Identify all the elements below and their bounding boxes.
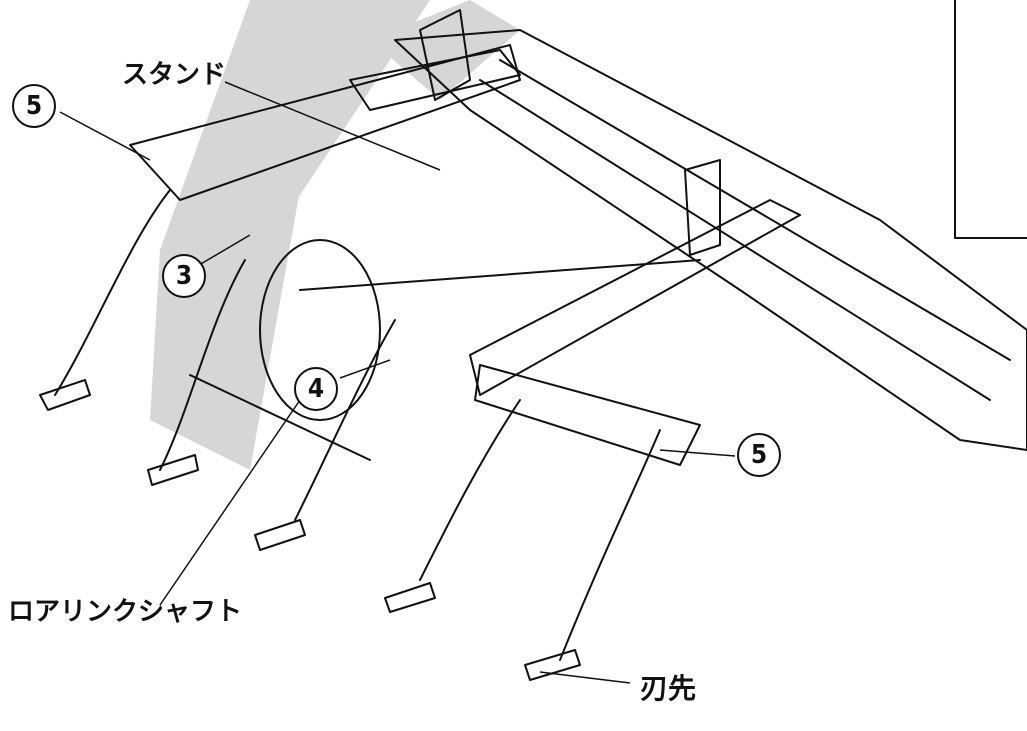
- leader-c5-right: [659, 449, 736, 457]
- callout-3: 3: [162, 254, 206, 298]
- callout-5-right: 5: [737, 433, 781, 477]
- roller-edge: [499, 59, 1011, 361]
- blade-tip: [524, 649, 581, 681]
- label-stand: スタンド: [122, 60, 227, 90]
- leader-c3: [193, 234, 251, 269]
- leader-stand: [224, 81, 441, 171]
- blade-tip: [384, 582, 436, 613]
- shank: [54, 189, 171, 396]
- mast-right: [684, 159, 721, 256]
- roller-body: [394, 29, 1027, 451]
- callout-5-top: 5: [12, 84, 56, 128]
- shank: [559, 429, 661, 661]
- label-blade-tip: 刃先: [640, 672, 697, 705]
- lower-link-shaft: [189, 374, 371, 461]
- watermark-stripe: [160, 0, 430, 250]
- label-lower-link-shaft: ロアリンクシャフト: [8, 597, 243, 627]
- gauge-wheel: [259, 239, 381, 421]
- leader-blade-tip: [539, 671, 631, 684]
- blade-tip: [147, 454, 199, 486]
- leader-lower-link-shaft: [159, 399, 301, 606]
- roller-edge: [479, 79, 991, 401]
- cross-rod: [299, 259, 701, 291]
- leader-lines: [59, 81, 736, 684]
- shank: [294, 319, 396, 521]
- inset-frame: [954, 0, 1027, 239]
- square-bar: [474, 364, 701, 466]
- frame-assembly: [39, 0, 1027, 681]
- callout-4: 4: [294, 367, 338, 411]
- leader-c5-top: [59, 111, 151, 161]
- blade-tip: [39, 379, 91, 411]
- shank: [159, 259, 246, 471]
- watermark-stripe: [370, 0, 520, 100]
- leader-c4: [339, 359, 391, 379]
- blade-tip: [254, 519, 306, 551]
- toolbar-front-left: [129, 44, 521, 201]
- shank: [419, 399, 521, 581]
- mast-left: [419, 9, 471, 101]
